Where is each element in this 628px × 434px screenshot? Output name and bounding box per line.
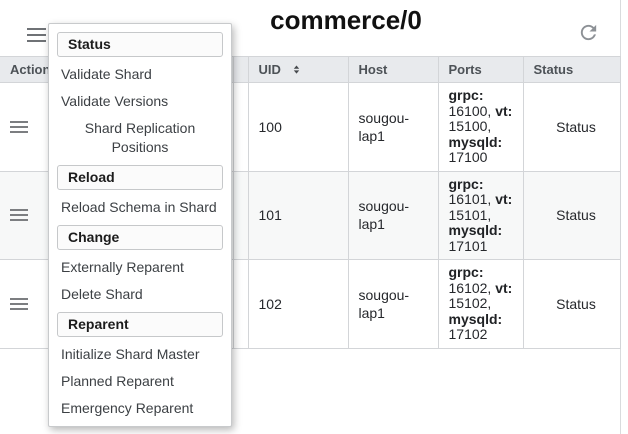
panel-right-border (620, 0, 621, 434)
column-header-ports: Ports (437, 56, 524, 83)
ports-cell: grpc: 16102, vt: 15102, mysqld: 17102 (437, 259, 524, 349)
uid-cell: 102 (247, 259, 349, 349)
uid-cell: 100 (247, 82, 349, 172)
menu-item-shard-replication-positions[interactable]: Shard Replication Positions (84, 120, 196, 155)
ports-cell: grpc: 16100, vt: 15100, mysqld: 17100 (437, 82, 524, 172)
empty-cell (232, 82, 249, 172)
status-link[interactable]: Status (522, 170, 621, 260)
hamburger-menu-icon[interactable] (27, 28, 46, 42)
row-actions-menu-icon[interactable] (10, 297, 28, 310)
menu-section-change: Change (57, 225, 223, 250)
host-cell: sougou-lap1 (347, 170, 439, 260)
row-actions-menu-icon[interactable] (10, 209, 28, 222)
menu-item-delete-shard[interactable]: Delete Shard (61, 286, 143, 302)
uid-cell: 101 (247, 170, 349, 260)
page-title: commerce/0 (270, 5, 422, 35)
menu-item-initialize-shard-master[interactable]: Initialize Shard Master (61, 346, 200, 362)
menu-item-validate-versions[interactable]: Validate Versions (61, 93, 169, 109)
column-header-uid[interactable]: UID (247, 56, 349, 83)
column-header-host: Host (347, 56, 439, 83)
menu-section-reload: Reload (57, 165, 223, 190)
column-header-empty (232, 56, 249, 83)
menu-item-reload-schema-in-shard[interactable]: Reload Schema in Shard (61, 199, 217, 215)
menu-section-reparent: Reparent (57, 312, 223, 337)
sort-icon[interactable] (290, 63, 303, 76)
host-cell: sougou-lap1 (347, 259, 439, 349)
menu-item-validate-shard[interactable]: Validate Shard (61, 66, 152, 82)
empty-cell (232, 170, 249, 260)
shard-actions-dropdown: Status Validate Shard Validate Versions … (48, 23, 232, 427)
ports-cell: grpc: 16101, vt: 15101, mysqld: 17101 (437, 170, 524, 260)
menu-section-status: Status (57, 32, 223, 57)
status-link[interactable]: Status (522, 259, 621, 349)
menu-item-planned-reparent[interactable]: Planned Reparent (61, 373, 174, 389)
empty-cell (232, 259, 249, 349)
host-cell: sougou-lap1 (347, 82, 439, 172)
menu-item-emergency-reparent[interactable]: Emergency Reparent (61, 400, 194, 416)
status-link[interactable]: Status (522, 82, 621, 172)
column-header-status: Status (522, 56, 621, 83)
refresh-icon[interactable] (577, 21, 600, 44)
row-actions-menu-icon[interactable] (10, 120, 28, 133)
menu-item-externally-reparent[interactable]: Externally Reparent (61, 259, 184, 275)
